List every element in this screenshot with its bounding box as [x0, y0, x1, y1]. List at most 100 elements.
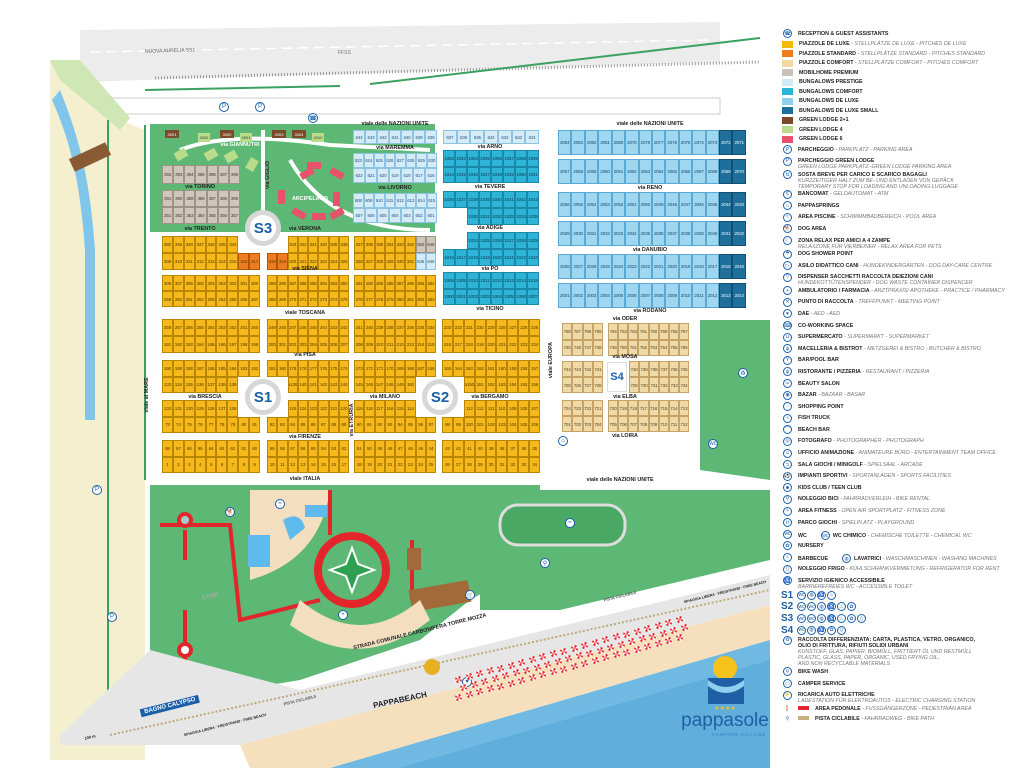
pitch[interactable]: 1035 — [527, 208, 539, 225]
parking-icon[interactable]: P — [92, 485, 102, 495]
pitch[interactable]: 327 — [364, 253, 375, 270]
pitch[interactable]: 49 — [374, 440, 385, 457]
service-area-s3[interactable]: S3 — [245, 210, 281, 246]
pitch[interactable]: 4 — [194, 456, 206, 473]
pitch[interactable]: 214 — [415, 336, 426, 353]
pitch[interactable]: 219 — [474, 336, 486, 353]
pitch[interactable]: 332 — [405, 236, 416, 253]
pitch[interactable]: 245 — [308, 319, 319, 336]
pitch[interactable]: 1013 — [503, 272, 515, 289]
pitch[interactable]: 2054 — [584, 192, 599, 217]
pitch[interactable]: 627 — [395, 153, 406, 168]
pitch[interactable]: 617 — [413, 168, 425, 183]
pitch[interactable]: 55 — [308, 440, 319, 457]
pitch[interactable]: 98 — [442, 416, 453, 433]
pitch[interactable]: 750 — [618, 339, 629, 356]
pitch[interactable]: 153 — [496, 376, 508, 393]
pitch[interactable]: 2041 — [719, 221, 733, 246]
pitch[interactable]: 2023 — [625, 254, 639, 279]
pitch[interactable]: 104 — [507, 416, 519, 433]
pitch[interactable]: 87 — [318, 416, 329, 433]
pitch[interactable]: 57 — [287, 440, 298, 457]
pitch[interactable]: 27 — [452, 456, 464, 473]
pitch[interactable]: 618 — [401, 168, 413, 183]
pitch[interactable]: 308 — [162, 275, 173, 291]
pitch[interactable]: 205 — [318, 336, 329, 353]
pitch[interactable]: 121 — [328, 400, 339, 417]
pitch[interactable]: 389 — [184, 190, 196, 207]
pitch[interactable]: 61 — [238, 440, 250, 457]
pool-icon[interactable]: ≈ — [565, 518, 575, 528]
pitch[interactable]: 295 — [308, 275, 319, 291]
pitch[interactable]: 613 — [405, 193, 416, 208]
lodge-6[interactable] — [333, 192, 340, 206]
pitch[interactable]: 2012 — [705, 283, 720, 308]
pitch[interactable]: 747 — [582, 339, 593, 356]
pitch[interactable]: 282 — [415, 291, 426, 307]
pitch[interactable]: 22 — [395, 456, 406, 473]
pitch[interactable]: 247 — [287, 319, 298, 336]
pitch[interactable]: 115 — [395, 400, 406, 417]
pitch[interactable]: 246 — [297, 319, 308, 336]
pitch[interactable]: 91 — [364, 416, 375, 433]
pitch[interactable]: 23 — [405, 456, 416, 473]
pitch[interactable]: 225 — [529, 319, 541, 336]
pitch[interactable]: 1059 — [527, 150, 539, 167]
pitch[interactable]: 2049 — [651, 192, 666, 217]
pitch[interactable]: 1000 — [443, 288, 455, 305]
pitch[interactable]: 1037 — [455, 191, 467, 208]
pitch[interactable]: 190 — [162, 360, 173, 377]
pitch[interactable]: 2038 — [678, 221, 693, 246]
pitch[interactable]: 626 — [384, 153, 395, 168]
pitch[interactable]: 349 — [172, 236, 184, 253]
pitch[interactable]: 273 — [318, 291, 329, 307]
reception-icon[interactable]: ☎ — [308, 113, 318, 123]
pitch[interactable]: 2052 — [611, 192, 626, 217]
pitch[interactable]: 1003 — [479, 288, 491, 305]
pitch[interactable]: 1054 — [467, 150, 479, 167]
pitch[interactable]: 264 — [216, 291, 228, 307]
pitch[interactable]: 224 — [529, 336, 541, 353]
pitch[interactable]: 305 — [194, 275, 206, 291]
pitch[interactable]: 97 — [425, 416, 436, 433]
lodge-3003[interactable]: 3003 — [272, 130, 286, 138]
pitch[interactable]: 398 — [228, 165, 240, 184]
pitch[interactable]: 2053 — [598, 192, 612, 217]
pitch[interactable]: 24 — [415, 456, 426, 473]
pitch[interactable]: 2047 — [678, 192, 693, 217]
pitch[interactable]: 630 — [426, 153, 437, 168]
pitch[interactable]: 302 — [227, 275, 239, 291]
pitch[interactable]: 2068 — [705, 159, 720, 184]
pitch[interactable]: 20 — [374, 456, 385, 473]
pitch[interactable]: 41 — [463, 440, 475, 457]
pitch[interactable]: 323 — [318, 253, 329, 270]
pitch[interactable]: 253 — [216, 319, 228, 336]
parking-icon[interactable]: P — [255, 102, 265, 112]
pitch[interactable]: 274 — [328, 291, 339, 307]
pitch[interactable]: 160 — [496, 360, 508, 377]
pitch[interactable]: 650 — [415, 236, 426, 253]
pitch[interactable]: 736 — [669, 361, 679, 377]
pitch[interactable]: 643 — [365, 130, 377, 144]
pitch[interactable]: 767 — [572, 323, 583, 340]
pitch[interactable]: 260 — [172, 291, 184, 307]
pitch[interactable]: 34 — [529, 456, 541, 473]
pool-icon[interactable]: ≈ — [275, 499, 285, 509]
pitch[interactable]: 125 — [287, 400, 298, 417]
pitch[interactable]: 2050 — [638, 192, 652, 217]
pitch[interactable]: 254 — [205, 319, 217, 336]
pitch[interactable]: 707 — [628, 416, 639, 432]
pitch[interactable]: 21 — [384, 456, 395, 473]
pitch[interactable]: 48 — [384, 440, 395, 457]
pitch[interactable]: 151 — [474, 376, 486, 393]
pitch[interactable]: 634 — [484, 130, 498, 144]
pitch[interactable]: 108 — [518, 400, 530, 417]
pitch[interactable]: 33 — [518, 456, 530, 473]
pitch[interactable]: 189 — [172, 360, 184, 377]
pitch[interactable]: 1030 — [467, 208, 479, 225]
pitch[interactable]: 1046 — [467, 166, 479, 183]
pitch[interactable]: 1055 — [479, 150, 491, 167]
pitch[interactable]: 207 — [338, 336, 349, 353]
pitch[interactable]: 15 — [318, 456, 329, 473]
pitch[interactable]: 758 — [668, 323, 679, 340]
